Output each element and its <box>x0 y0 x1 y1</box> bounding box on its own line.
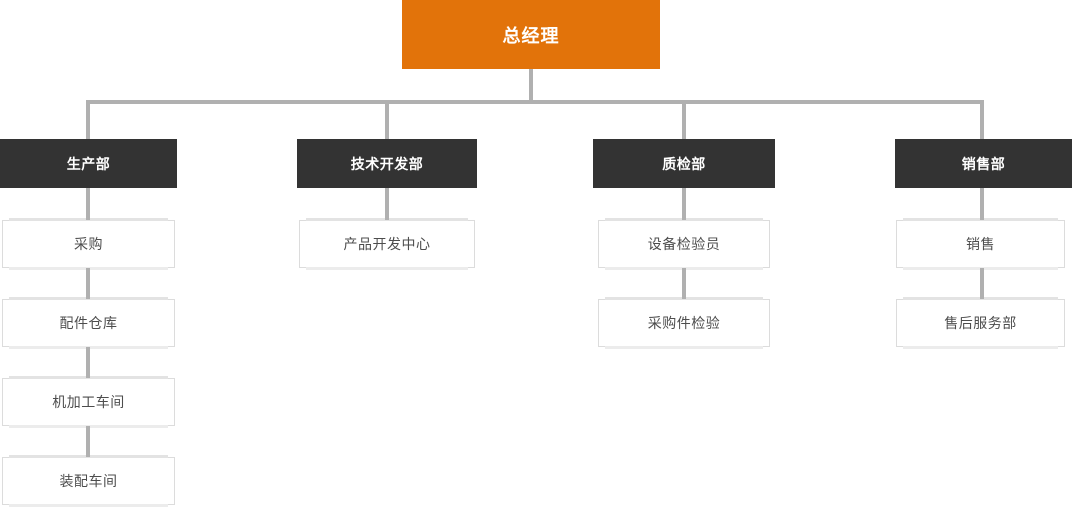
org-node-label: 总经理 <box>502 25 560 46</box>
org-node-label: 技术开发部 <box>350 155 424 172</box>
org-node-parts-warehouse[interactable]: 配件仓库 <box>2 297 175 349</box>
org-node-label: 生产部 <box>66 155 111 172</box>
org-node-purchasing[interactable]: 采购 <box>2 218 175 270</box>
org-node-sales-dept[interactable]: 销售部 <box>895 139 1072 188</box>
connector-techdev-productdev <box>385 188 389 220</box>
connector-warehouse-machining <box>86 347 90 378</box>
org-node-label: 采购 <box>74 236 103 252</box>
org-node-purchased-parts-inspection[interactable]: 采购件检验 <box>598 297 770 349</box>
connector-salesdept-sales <box>980 188 984 220</box>
connector-purchasing-warehouse <box>86 268 90 299</box>
connector-drop-tech-dev <box>385 100 389 139</box>
connector-root-stub <box>529 69 533 104</box>
org-node-label: 产品开发中心 <box>343 236 431 252</box>
connector-drop-production <box>86 100 90 139</box>
connector-qc-equipment <box>682 188 686 220</box>
connector-machining-assembly <box>86 426 90 457</box>
connector-equipment-parts <box>682 268 686 299</box>
org-node-machining-workshop[interactable]: 机加工车间 <box>2 376 175 428</box>
connector-drop-qc <box>682 100 686 139</box>
org-node-label: 设备检验员 <box>647 236 721 252</box>
org-node-label: 配件仓库 <box>59 315 118 331</box>
org-node-label: 装配车间 <box>59 473 118 489</box>
org-node-assembly-workshop[interactable]: 装配车间 <box>2 455 175 507</box>
org-node-label: 售后服务部 <box>944 315 1017 331</box>
connector-main-horizontal <box>86 100 984 104</box>
org-node-label: 机加工车间 <box>52 394 125 410</box>
org-node-tech-dev-dept[interactable]: 技术开发部 <box>297 139 477 188</box>
connector-drop-sales <box>980 100 984 139</box>
connector-production-purchasing <box>86 188 90 220</box>
org-node-label: 采购件检验 <box>647 315 721 331</box>
org-node-qc-dept[interactable]: 质检部 <box>593 139 775 188</box>
connector-sales-aftersales <box>980 268 984 299</box>
org-node-label: 质检部 <box>662 155 706 172</box>
org-node-production-dept[interactable]: 生产部 <box>0 139 177 188</box>
org-node-label: 销售部 <box>961 155 1006 172</box>
org-node-product-dev-center[interactable]: 产品开发中心 <box>299 218 475 270</box>
org-node-general-manager[interactable]: 总经理 <box>402 0 660 69</box>
org-node-label: 销售 <box>966 236 995 252</box>
org-node-after-sales-service[interactable]: 售后服务部 <box>896 297 1065 349</box>
org-node-equipment-inspector[interactable]: 设备检验员 <box>598 218 770 270</box>
org-node-sales[interactable]: 销售 <box>896 218 1065 270</box>
